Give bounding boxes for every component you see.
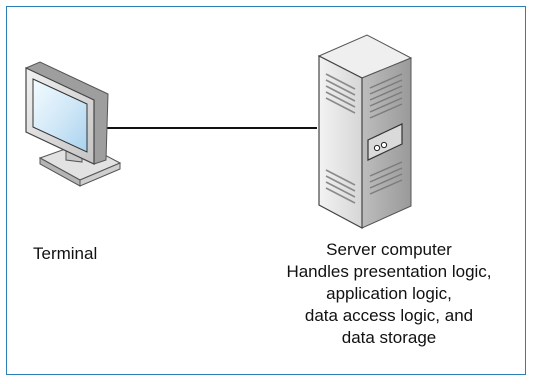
diagram-frame: [6, 6, 526, 375]
monitor-icon: [25, 61, 122, 187]
server-caption-line: data storage: [341, 328, 437, 347]
server-caption: Server computer Handles presentation log…: [256, 239, 522, 349]
server-caption-line: Handles presentation logic,: [286, 262, 492, 281]
server-caption-line: data access logic, and: [304, 306, 474, 325]
terminal-label: Terminal: [33, 244, 98, 263]
server-caption-line: Server computer: [326, 240, 452, 259]
server-caption-line: application logic,: [326, 284, 452, 303]
server-tower-icon: [317, 34, 413, 230]
